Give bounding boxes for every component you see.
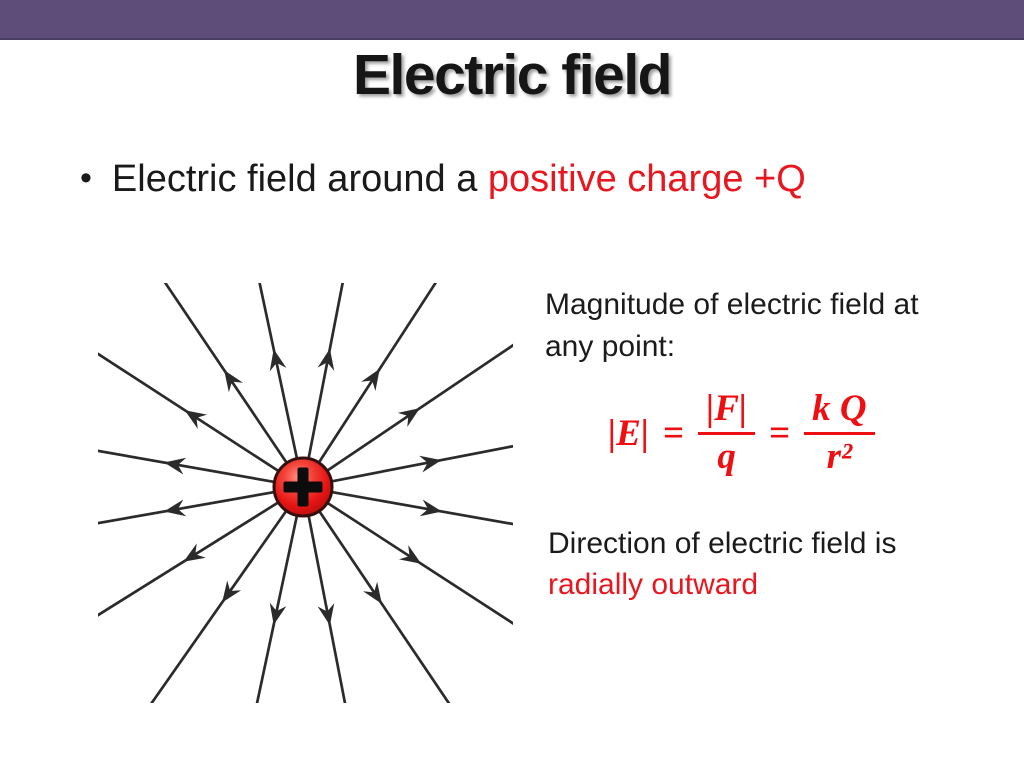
magnitude-caption: Magnitude of electric field at any point…	[545, 284, 975, 368]
formula-fraction-force: |F| q	[698, 389, 756, 477]
header-bar	[0, 0, 1024, 40]
page-title: Electric field	[353, 43, 672, 107]
direction-caption-line1: Direction of electric field is	[548, 527, 897, 560]
formula-frac2-denominator: r²	[826, 435, 853, 477]
direction-caption: Direction of electric field is radially …	[548, 523, 988, 605]
field-lines-svg	[98, 283, 513, 703]
formula-lhs: |E|	[608, 412, 649, 454]
positive-charge-icon	[272, 456, 334, 518]
formula-equals-1: =	[662, 412, 685, 454]
formula-frac2-numerator: k Q	[804, 389, 875, 435]
formula-frac1-numerator: |F|	[698, 389, 756, 435]
magnitude-caption-line2: any point:	[545, 330, 676, 363]
formula-equals-2: =	[769, 412, 791, 454]
bullet-text-emphasis: positive charge +Q	[487, 158, 806, 200]
bullet-line: • Electric field around a positive charge…	[80, 158, 980, 201]
electric-field-diagram	[98, 283, 513, 703]
formula-fraction-coulomb: k Q r²	[804, 389, 875, 477]
formula-frac1-denominator: q	[717, 435, 736, 477]
direction-caption-line2: radially outward	[548, 568, 759, 601]
field-lines	[98, 283, 513, 703]
bullet-text: Electric field around a	[111, 158, 488, 200]
plus-symbol-icon	[283, 467, 323, 507]
electric-field-formula: |E| = |F| q = k Q r²	[608, 389, 875, 477]
bullet-marker: •	[80, 159, 92, 197]
magnitude-caption-line1: Magnitude of electric field at	[545, 288, 919, 321]
